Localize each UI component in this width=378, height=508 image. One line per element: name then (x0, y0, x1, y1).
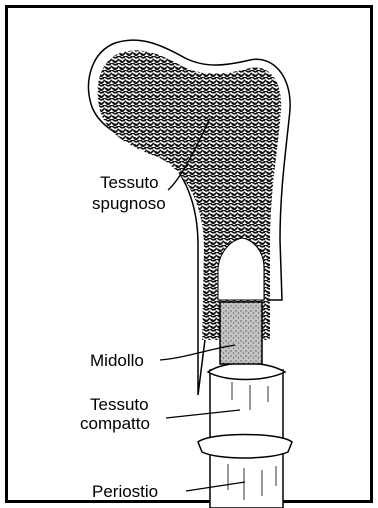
label-compact-line1: Tessuto (90, 395, 149, 414)
label-spongy-line1: Tessuto (100, 173, 159, 192)
label-spongy-line2: spugnoso (92, 194, 166, 213)
compact-tissue-rim (208, 363, 285, 380)
marrow-area (220, 302, 262, 364)
label-compact-line2: compatto (80, 414, 150, 433)
periosteum-collar (198, 435, 292, 459)
label-periosteum: Periostio (92, 482, 158, 501)
label-marrow: Midollo (90, 351, 144, 370)
